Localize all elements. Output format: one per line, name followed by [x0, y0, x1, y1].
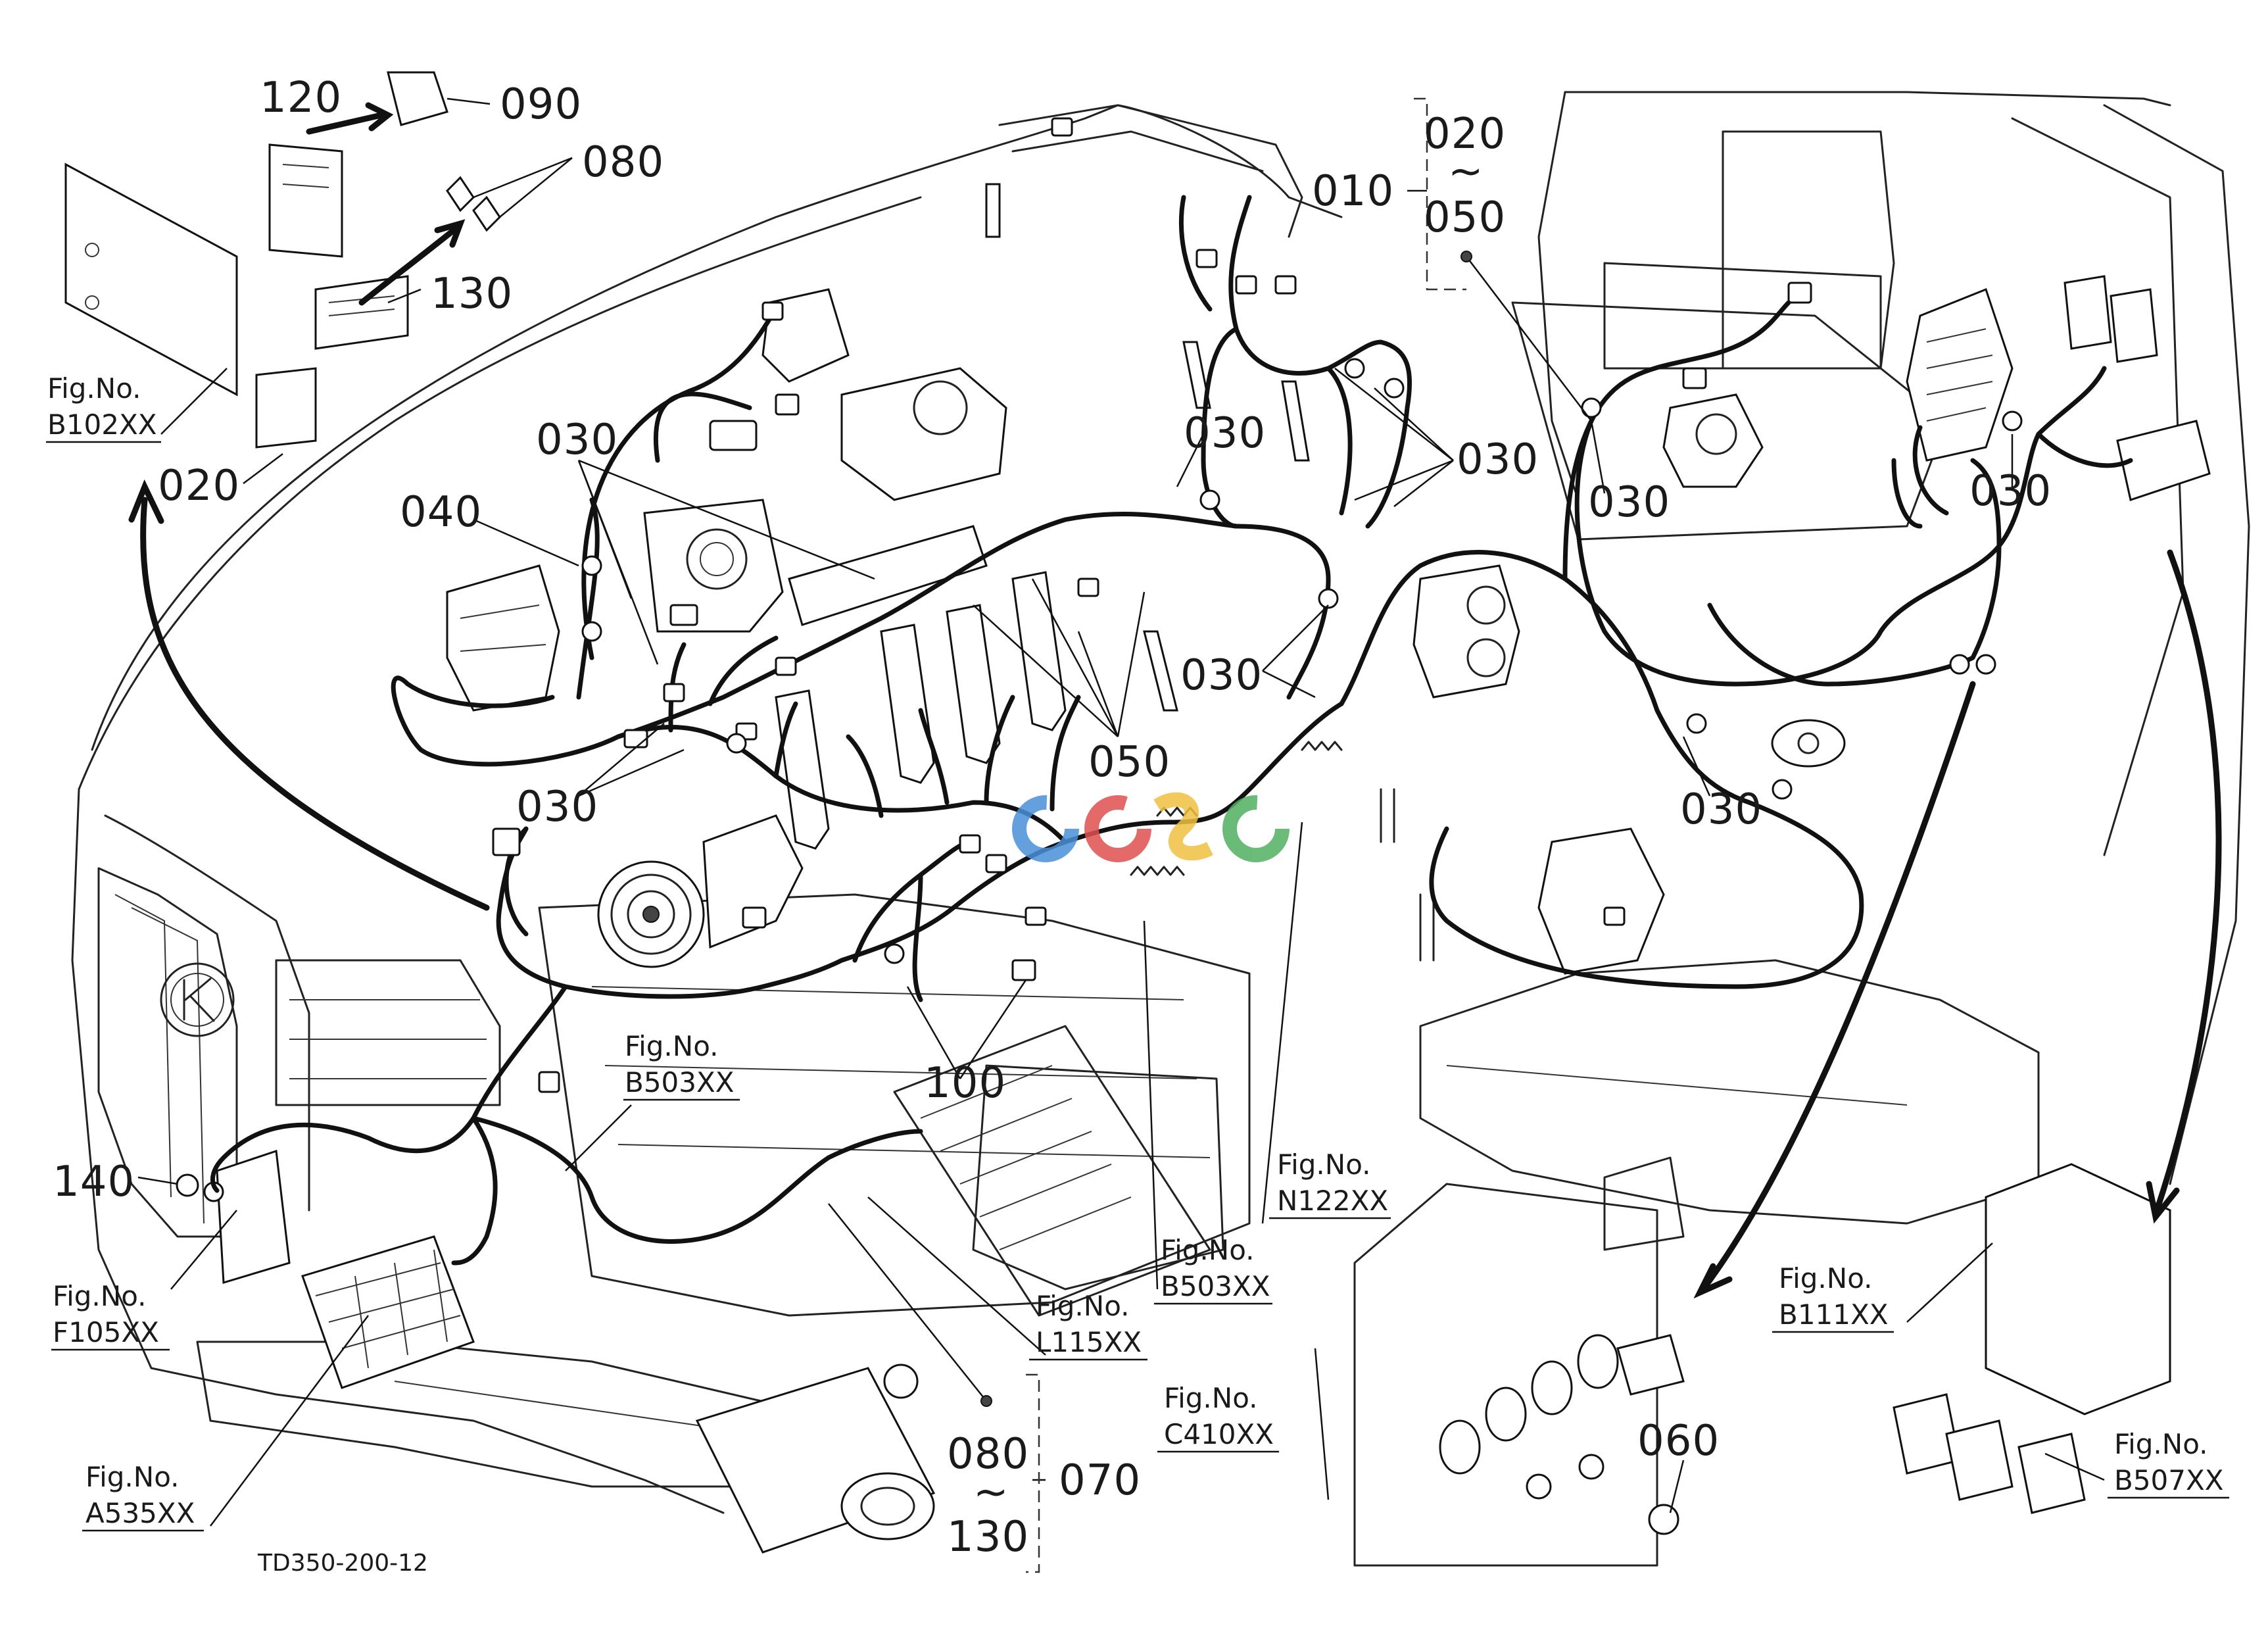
fig-b507-prefix: Fig.No. [2114, 1428, 2208, 1460]
ground-terminals [1439, 1334, 1685, 1535]
clamps-connectors [492, 117, 2023, 1093]
label-030-f: 030 [1180, 651, 1263, 700]
callout-arrows [128, 102, 2222, 1299]
range-070-end: 130 [947, 1513, 1029, 1561]
fig-f105-prefix: Fig.No. [53, 1280, 147, 1312]
label-100: 100 [924, 1059, 1006, 1108]
fig-b111-code: B111XX [1779, 1298, 1889, 1331]
fig-f105-code: F105XX [53, 1316, 159, 1348]
fig-c410-prefix: Fig.No. [1164, 1382, 1258, 1414]
label-080-top: 080 [582, 138, 664, 187]
drawing-code: TD350-200-12 [257, 1550, 428, 1577]
fig-l115-prefix: Fig.No. [1036, 1290, 1130, 1322]
fig-b503a-code: B503XX [625, 1066, 735, 1098]
part-labels: 120 090 080 130 020 030 040 030 030 030 … [53, 74, 2052, 1561]
starter-motor [695, 1364, 936, 1554]
label-030-a: 030 [536, 416, 618, 464]
label-040: 040 [400, 488, 482, 537]
label-120: 120 [260, 74, 342, 122]
fig-b507-code: B507XX [2114, 1464, 2224, 1496]
ac-compressor [597, 814, 804, 968]
label-030-b: 030 [1184, 409, 1266, 458]
range-010-tilde: ~ [1448, 147, 1484, 196]
fig-a535-code: A535XX [85, 1497, 195, 1529]
label-050: 050 [1088, 738, 1170, 787]
range-070-tilde: ~ [973, 1468, 1009, 1517]
label-030-d: 030 [1588, 478, 1670, 527]
fig-n122-code: N122XX [1277, 1185, 1388, 1217]
label-030-g: 030 [516, 783, 598, 831]
range-070-start: 080 [947, 1430, 1029, 1479]
relay-cluster-b507 [1893, 1163, 2171, 1514]
relay-box-exploded [64, 71, 501, 449]
fig-a535-prefix: Fig.No. [85, 1461, 180, 1493]
label-030-c: 030 [1457, 435, 1539, 484]
range-bracket-070 [1026, 1373, 1040, 1573]
springs [1130, 741, 1435, 962]
kubota-logo [160, 962, 235, 1037]
fig-l115-code: L115XX [1036, 1326, 1142, 1358]
label-030-e: 030 [1969, 467, 2052, 516]
figure-references: Fig.No. B102XX Fig.No. B503XX Fig.No. N1… [46, 372, 2229, 1532]
watermark [1012, 792, 1290, 862]
fig-b503b-prefix: Fig.No. [1161, 1234, 1255, 1266]
fig-b503b-code: B503XX [1161, 1270, 1270, 1302]
range-010-start: 020 [1424, 110, 1506, 159]
label-030-h: 030 [1680, 785, 1762, 834]
label-070: 070 [1059, 1456, 1141, 1505]
wiring-harness [210, 195, 2133, 1266]
fig-c410-code: C410XX [1164, 1418, 1274, 1450]
fig-b503a-prefix: Fig.No. [625, 1030, 719, 1062]
perforated-shield [893, 1025, 1211, 1317]
label-060: 060 [1637, 1417, 1720, 1465]
ecu-unit [1906, 288, 2014, 462]
label-020: 020 [158, 462, 240, 510]
harness-components [64, 71, 2211, 1554]
fig-b111-prefix: Fig.No. [1779, 1262, 1873, 1294]
label-130: 130 [431, 270, 513, 318]
label-010: 010 [1312, 167, 1394, 216]
tractor-body-outline [71, 91, 2250, 1567]
fig-b102-prefix: Fig.No. [47, 372, 141, 405]
range-010-end: 050 [1424, 193, 1506, 242]
fig-n122-prefix: Fig.No. [1277, 1148, 1371, 1181]
label-090: 090 [500, 80, 582, 129]
fig-b102-code: B102XX [47, 408, 157, 441]
label-140: 140 [53, 1158, 135, 1206]
range-bracket-010 [1414, 97, 1466, 291]
leader-lines [137, 97, 2105, 1527]
